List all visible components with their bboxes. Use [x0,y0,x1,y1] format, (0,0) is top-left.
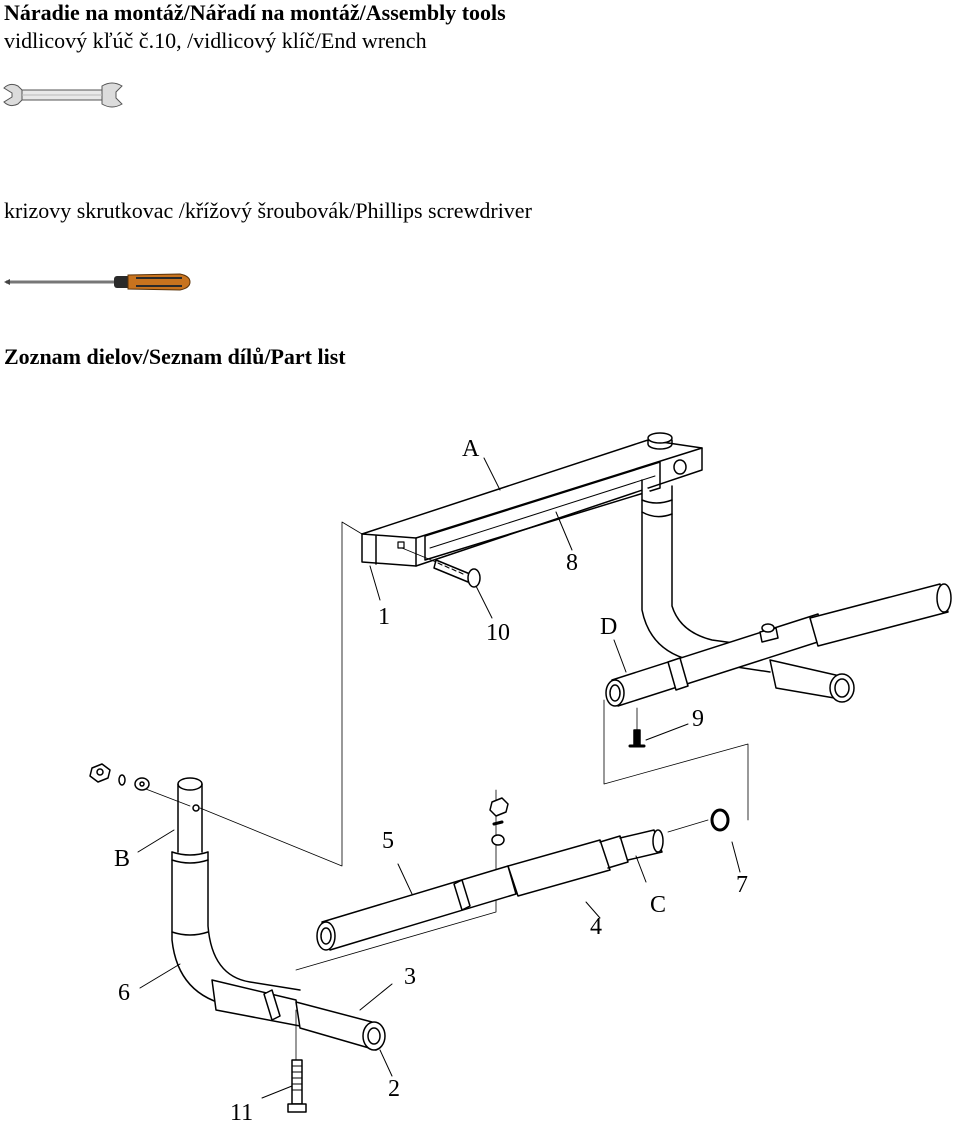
upper-beam-part-a [361,432,703,567]
nut-washer-set [89,763,150,791]
callout-1: 1 [378,604,390,630]
end-wrench-icon [3,82,123,108]
exploded-assembly-diagram: A 8 1 10 D 9 B 5 4 C 7 6 3 2 11 [89,432,952,1126]
callout-7: 7 [736,872,748,898]
lower-crossbar-part-c [316,797,664,951]
callout-c: C [650,892,666,918]
callout-leader-lines [137,457,741,1099]
upper-bracket-part-d [605,479,952,707]
callout-3: 3 [404,964,416,990]
callout-6: 6 [118,980,130,1006]
bolt-part-11 [287,1009,307,1113]
ring-part-7 [710,808,730,832]
assembly-tools-heading: Náradie na montáž/Nářadí na montáž/Assem… [4,0,506,25]
lower-grip-tube [211,979,386,1051]
callout-2: 2 [388,1076,400,1102]
lower-bracket-part-b [171,777,303,1011]
callout-b: B [114,846,130,872]
callout-5: 5 [382,828,394,854]
callout-4: 4 [590,914,602,940]
phillips-screwdriver-label: krizovy skrutkovac /křížový šroubovák/Ph… [4,198,532,223]
part-list-heading: Zoznam dielov/Seznam dílů/Part list [4,344,346,369]
screw-part-9 [628,707,646,748]
callout-a: A [462,436,480,462]
callout-11: 11 [230,1100,253,1126]
callout-9: 9 [692,706,704,732]
callout-8: 8 [566,550,578,576]
end-wrench-label: vidlicový kľúč č.10, /vidlicový klíč/End… [4,28,427,53]
bolt-part-10 [401,547,481,588]
callout-d: D [600,614,617,640]
callout-10: 10 [486,620,510,646]
screwdriver-icon [4,273,191,291]
